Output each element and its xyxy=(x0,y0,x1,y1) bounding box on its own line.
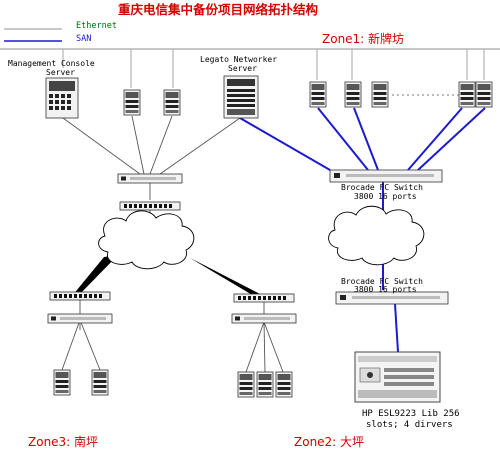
wan-cloud xyxy=(98,210,195,270)
server-z2-3 xyxy=(275,371,293,398)
router-top xyxy=(119,201,181,211)
san-cloud xyxy=(328,205,425,266)
tape-library xyxy=(354,351,441,403)
ethernet-links xyxy=(61,115,284,373)
switch2-label-2: 3800 16 ports xyxy=(354,285,417,294)
switch1-label-2: 3800 16 ports xyxy=(354,192,417,201)
router-zone3 xyxy=(49,291,111,301)
mgmt-server-label-1: Management Console xyxy=(8,59,95,68)
switch1-label-1: Brocade FC Switch xyxy=(341,183,423,192)
ethernet-switch-top xyxy=(117,173,183,184)
legend-san-label: SAN xyxy=(76,34,92,44)
server-z1-1 xyxy=(309,81,327,108)
zone3-label: Zone3: 南坪 xyxy=(28,435,99,449)
brocade-switch-1 xyxy=(329,169,443,183)
server-z1-5 xyxy=(475,81,493,108)
library-label-1: HP ESL9223 Lib 256 xyxy=(362,409,460,419)
server-z2-1 xyxy=(237,371,255,398)
server-z3-2 xyxy=(91,369,109,396)
server-z1-4 xyxy=(458,81,476,108)
server-tl-2 xyxy=(163,89,181,116)
wan-links xyxy=(72,255,260,296)
legato-networker-server xyxy=(223,75,259,119)
server-z1-3 xyxy=(371,81,389,108)
switch2-label-1: Brocade FC Switch xyxy=(341,277,423,286)
mgmt-server-label-2: Server xyxy=(46,68,75,77)
ethernet-switch-zone2 xyxy=(231,313,297,324)
server-z1-2 xyxy=(344,81,362,108)
legend-ethernet-label: Ethernet xyxy=(76,21,117,31)
san-links xyxy=(239,107,486,353)
diagram-title: 重庆电信集中备份项目网络拓扑结构 xyxy=(118,2,319,17)
server-tl-1 xyxy=(123,89,141,116)
router-zone2 xyxy=(233,293,295,303)
legato-label-2: Server xyxy=(228,64,257,73)
zone2-label: Zone2: 大坪 xyxy=(294,435,365,449)
legato-label-1: Legato Networker xyxy=(200,55,278,64)
server-z2-2 xyxy=(256,371,274,398)
server-z3-1 xyxy=(53,369,71,396)
zone1-label: Zone1: 新牌坊 xyxy=(322,32,405,46)
management-console-server xyxy=(45,77,79,119)
ethernet-switch-zone3 xyxy=(47,313,113,324)
brocade-switch-2 xyxy=(335,291,449,305)
library-label-2: slots; 4 dirvers xyxy=(366,420,453,430)
